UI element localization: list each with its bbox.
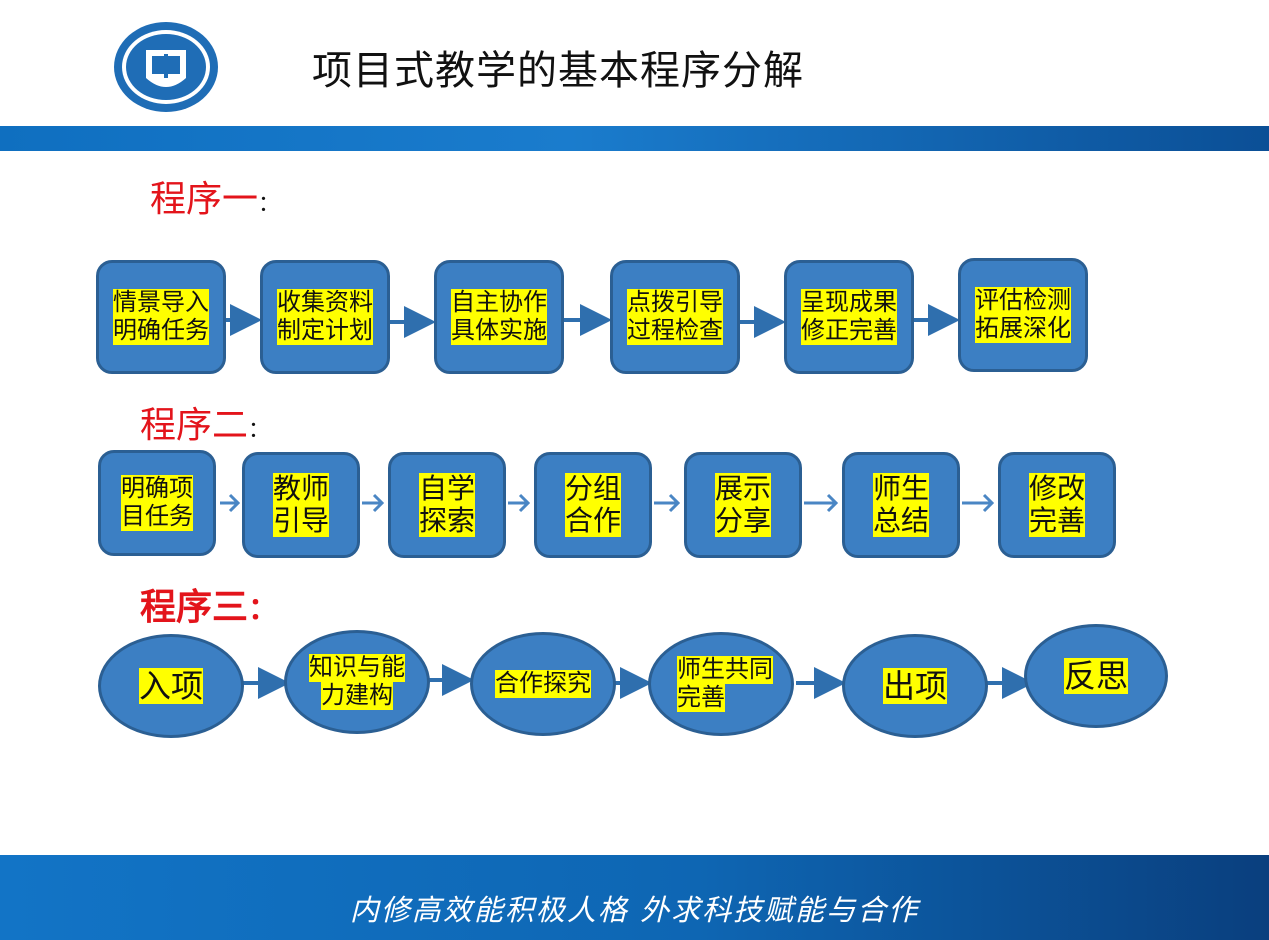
p1-step-3-line1: 自主协作: [451, 288, 547, 317]
procedure1-colon: ：: [258, 192, 281, 217]
procedure3-heading-text: 程序三: [140, 586, 249, 628]
arrow-2-1: [220, 493, 241, 513]
p1-step-1-line1: 情景导入: [113, 288, 209, 317]
p2-step-3-line1: 自学: [418, 471, 475, 505]
p1-step-1-line2: 明确任务: [113, 316, 209, 345]
arrow-2-4: [654, 493, 681, 513]
university-logo: [112, 20, 220, 114]
p2-step-6-line2: 总结: [872, 504, 929, 538]
p3-step-3: 合作探究: [470, 632, 616, 736]
arrow-2-6: [962, 493, 995, 513]
p2-step-5-line2: 分享: [714, 504, 771, 538]
p3-step-4-line1: 师生共同: [677, 655, 773, 684]
p2-step-7-line1: 修改: [1028, 471, 1085, 505]
p1-step-5-line1: 呈现成果: [801, 288, 897, 317]
header-bar: [0, 126, 1269, 151]
p3-step-5: 出项: [842, 634, 988, 738]
p3-step-6-line1: 反思: [1063, 656, 1128, 695]
p1-step-5-line2: 修正完善: [801, 316, 897, 345]
p3-step-2-line1: 知识与能: [309, 653, 405, 682]
p2-step-4: 分组 合作: [534, 452, 652, 558]
p2-step-3: 自学 探索: [388, 452, 506, 558]
p2-step-5: 展示 分享: [684, 452, 802, 558]
page-title: 项目式教学的基本程序分解: [312, 48, 804, 94]
p1-step-5: 呈现成果 修正完善: [784, 260, 914, 374]
procedure3-heading: 程序三：: [140, 578, 278, 630]
p2-step-5-line1: 展示: [714, 471, 771, 505]
procedure2-heading: 程序二：: [140, 396, 270, 448]
p2-step-1: 明确项 目任务: [98, 450, 216, 556]
p1-step-6-line2: 拓展深化: [975, 314, 1071, 343]
p2-step-7: 修改 完善: [998, 452, 1116, 558]
p2-step-7-line2: 完善: [1028, 504, 1085, 538]
p1-step-6: 评估检测 拓展深化: [958, 258, 1088, 372]
p1-step-4-line2: 过程检查: [627, 316, 723, 345]
p2-step-1-line2: 目任务: [121, 502, 193, 531]
p1-step-2-line1: 收集资料: [277, 288, 373, 317]
p2-step-1-line1: 明确项: [121, 474, 193, 503]
footer-bar: [0, 855, 1269, 940]
p3-step-1: 入项: [98, 634, 244, 738]
arrow-2-3: [508, 493, 531, 513]
arrow-2-5: [804, 493, 839, 513]
p1-step-3-line2: 具体实施: [451, 316, 547, 345]
p2-step-2: 教师 引导: [242, 452, 360, 558]
p2-step-4-line1: 分组: [564, 471, 621, 505]
p1-step-1: 情景导入 明确任务: [96, 260, 226, 374]
p1-step-2: 收集资料 制定计划: [260, 260, 390, 374]
p2-step-6-line1: 师生: [872, 471, 929, 505]
p3-step-4: 师生共同 完善: [648, 632, 794, 736]
procedure2-colon: ：: [248, 418, 271, 443]
p1-step-4: 点拨引导 过程检查: [610, 260, 740, 374]
p2-step-2-line1: 教师: [272, 471, 329, 505]
p2-step-6: 师生 总结: [842, 452, 960, 558]
p1-step-4-line1: 点拨引导: [627, 288, 723, 317]
p2-step-4-line2: 合作: [564, 504, 621, 538]
procedure3-colon: ：: [248, 592, 279, 627]
arrow-2-2: [362, 493, 385, 513]
p1-step-2-line2: 制定计划: [277, 316, 373, 345]
footer-slogan: 内修高效能积极人格 外求科技赋能与合作: [349, 893, 920, 927]
p3-step-3-line1: 合作探究: [495, 669, 591, 698]
p3-step-4-line2: 完善: [677, 683, 725, 712]
procedure1-heading-text: 程序一: [150, 179, 259, 220]
p3-step-1-line1: 入项: [138, 666, 203, 705]
p3-step-5-line1: 出项: [882, 666, 947, 705]
p2-step-2-line2: 引导: [272, 504, 329, 538]
p1-step-3: 自主协作 具体实施: [434, 260, 564, 374]
procedure1-heading: 程序一：: [150, 170, 280, 222]
p2-step-3-line2: 探索: [418, 504, 475, 538]
p3-step-6: 反思: [1024, 624, 1168, 728]
p3-step-2: 知识与能 力建构: [284, 630, 430, 734]
procedure2-heading-text: 程序二: [140, 405, 249, 446]
p1-step-6-line1: 评估检测: [975, 286, 1071, 315]
p3-step-2-line2: 力建构: [321, 681, 393, 710]
